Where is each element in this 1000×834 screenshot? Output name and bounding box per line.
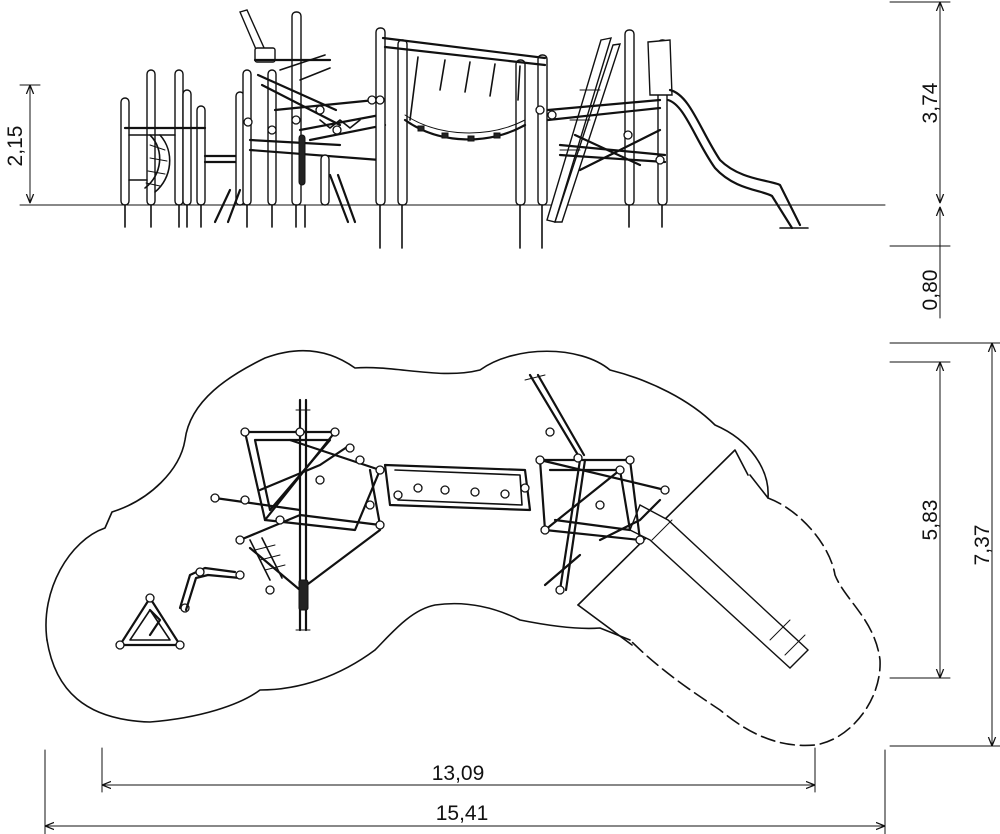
plan-slide [577, 449, 810, 669]
climbing-chain [298, 134, 306, 186]
plan-view: 5,83 7,37 13,09 15,41 [44, 342, 1000, 834]
center-left-tower [213, 9, 387, 228]
plan-left-triangle [115, 566, 245, 650]
net-bridge [375, 27, 548, 249]
plan-inner-width-label: 13,09 [432, 762, 485, 785]
dimension-plan-outer-depth: 7,37 [889, 342, 1000, 747]
height-left-label: 2,15 [4, 126, 27, 167]
dimension-height-right: 3,74 [889, 1, 951, 204]
dimension-foundation-depth: 0,80 [889, 206, 951, 319]
dimension-plan-outer-width: 15,41 [44, 749, 886, 834]
safety-zone-outline [45, 349, 769, 641]
right-tower-with-slide [546, 29, 809, 230]
dimension-plan-inner-depth: 5,83 [889, 361, 951, 679]
left-tower [120, 69, 242, 228]
plan-right-cluster [524, 373, 670, 595]
dimension-plan-inner-width: 13,09 [101, 747, 816, 793]
plan-bridge [383, 463, 532, 512]
plan-outer-depth-label: 7,37 [971, 525, 994, 566]
plan-left-cluster [210, 398, 385, 632]
dimension-height-left: 2,15 [4, 84, 41, 204]
foundation-depth-label: 0,80 [919, 270, 942, 311]
plan-inner-depth-label: 5,83 [919, 500, 942, 541]
side-elevation-view: 2,15 3,74 0,80 [4, 1, 951, 319]
plan-outer-width-label: 15,41 [436, 802, 489, 825]
height-right-label: 3,74 [919, 82, 942, 123]
